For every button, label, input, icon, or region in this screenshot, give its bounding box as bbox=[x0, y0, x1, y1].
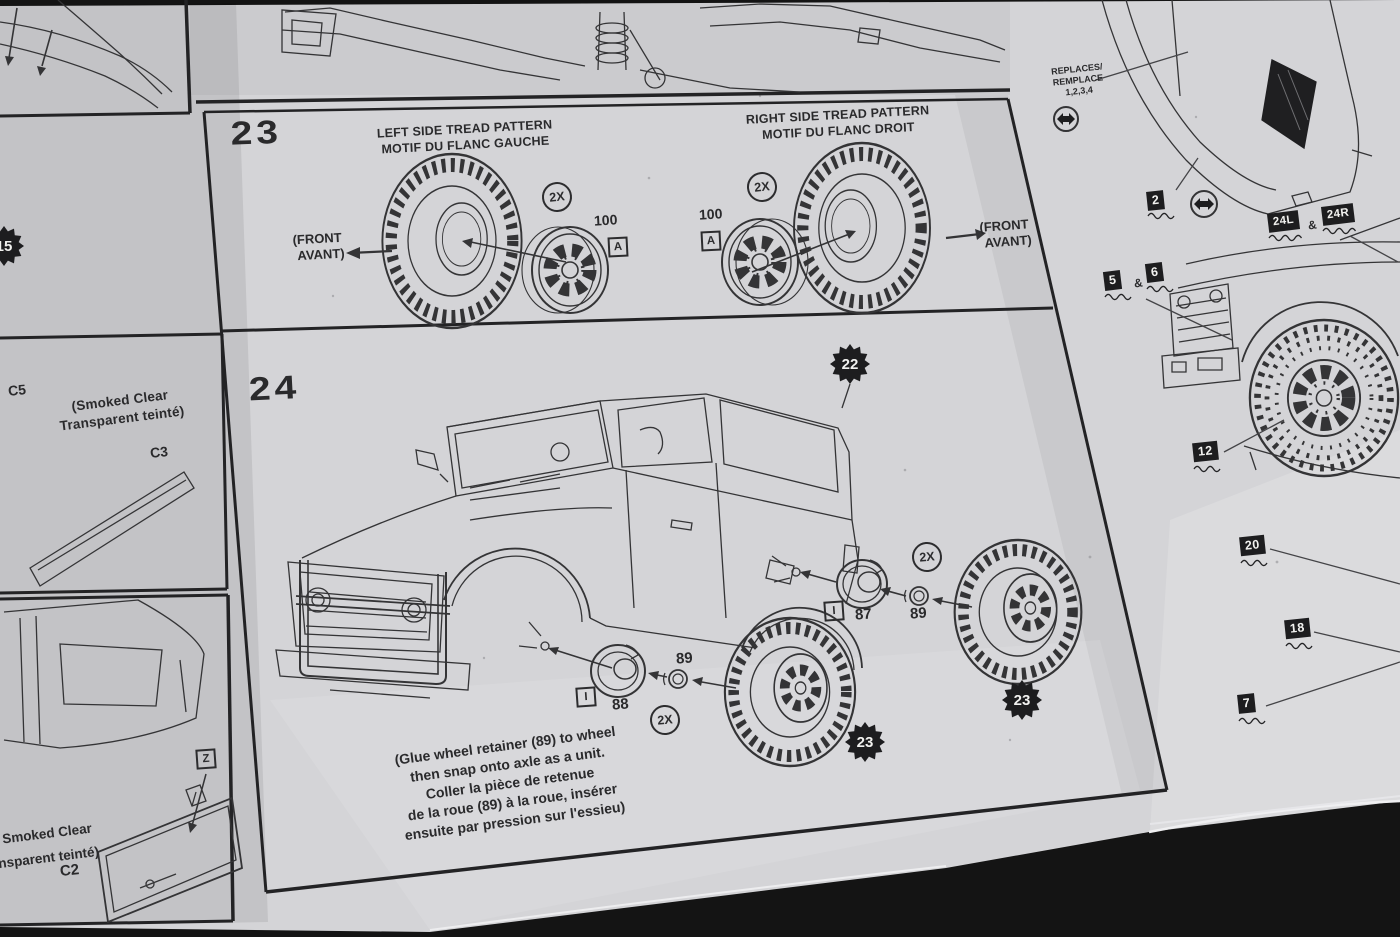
hub-88-drawing bbox=[590, 644, 646, 698]
assembly-note: (Glue wheel retainer (89) to wheel then … bbox=[393, 722, 626, 844]
part-badge-23-front: 23 bbox=[845, 722, 885, 762]
vehicle-drawing bbox=[275, 393, 863, 699]
sprue-i-rear: I bbox=[823, 600, 845, 622]
part-badge-22: 22 bbox=[830, 344, 870, 384]
ampersand: & bbox=[1307, 217, 1318, 233]
part-c5-label: C5 bbox=[7, 381, 27, 399]
part-100-right: 100 bbox=[698, 205, 723, 223]
sprue-z-box: Z bbox=[195, 748, 217, 770]
part-badge-7: 7 bbox=[1237, 693, 1257, 714]
left-assembly-arrow bbox=[462, 238, 567, 263]
door-panel-drawing bbox=[1101, 0, 1373, 215]
part-badge-23-rear: 23 bbox=[1002, 680, 1042, 720]
fender-fragment-drawing bbox=[0, 0, 173, 109]
smoked-clear-cut-line1: Smoked Clear bbox=[1, 820, 93, 847]
sprue-a-right: A bbox=[700, 230, 722, 252]
step-23-right-header: RIGHT SIDE TREAD PATTERN MOTIF DU FLANC … bbox=[737, 102, 938, 144]
replace-icon bbox=[1190, 190, 1218, 218]
part-89-rear-label: 89 bbox=[909, 604, 928, 623]
front-label-left: (FRONT AVANT) bbox=[292, 229, 345, 264]
right-wheel-drawing bbox=[721, 218, 809, 306]
leader-lines bbox=[1095, 51, 1400, 707]
part-badge-24l: 24L bbox=[1266, 210, 1301, 233]
replaces-note: REPLACES/ REMPLACE 1,2,3,4 bbox=[1050, 61, 1104, 98]
ampersand: & bbox=[1133, 275, 1144, 291]
badge-underlines bbox=[1104, 212, 1357, 725]
retainer-89-front-drawing bbox=[663, 669, 688, 689]
rear-tire-drawing bbox=[953, 538, 1083, 686]
part-87-label: 87 bbox=[854, 605, 873, 624]
smoked-clear-note: (Smoked Clear Transparent teinté) bbox=[58, 387, 186, 434]
quantity-2x-left: 2X bbox=[540, 180, 574, 214]
part-badge-15: 15 bbox=[0, 226, 24, 266]
hardtop-drawing bbox=[3, 599, 205, 749]
paper-specks bbox=[331, 94, 1279, 761]
part-88-label: 88 bbox=[611, 695, 630, 714]
right-front-arrow bbox=[945, 229, 986, 240]
left-wheel-drawing bbox=[521, 226, 609, 314]
hub-87-drawing bbox=[836, 559, 888, 609]
step-23-left-header: LEFT SIDE TREAD PATTERN MOTIF DU FLANC G… bbox=[369, 116, 560, 158]
replace-icon bbox=[1053, 106, 1079, 132]
front-assembly-arrows bbox=[548, 647, 737, 689]
front-axle-stub-drawing bbox=[518, 621, 550, 651]
right-tire-drawing bbox=[793, 141, 931, 315]
sprue-a-left: A bbox=[607, 236, 629, 258]
part-badge-5: 5 bbox=[1102, 270, 1123, 291]
right-assembly-arrow bbox=[751, 230, 856, 273]
windshield-trim-drawing bbox=[29, 471, 195, 587]
part-badge-18: 18 bbox=[1284, 617, 1311, 640]
part-100-left: 100 bbox=[593, 211, 618, 229]
front-tire-drawing bbox=[723, 616, 857, 768]
sprue-i-front: I bbox=[575, 686, 597, 708]
part-badge-24r: 24R bbox=[1320, 203, 1356, 226]
panel-borders bbox=[0, 0, 1169, 927]
left-front-arrow bbox=[346, 247, 393, 259]
step-24-number: 24 bbox=[248, 369, 302, 409]
part-badge-20: 20 bbox=[1239, 534, 1266, 557]
step-23-number: 23 bbox=[230, 114, 283, 153]
part-badge-6: 6 bbox=[1144, 262, 1165, 283]
part-c2-label: C2 bbox=[59, 861, 81, 880]
visor-part-drawing bbox=[97, 773, 243, 924]
truck-front-drawing bbox=[1161, 217, 1400, 479]
quantity-2x-right: 2X bbox=[745, 170, 779, 204]
part-badge-2: 2 bbox=[1146, 190, 1166, 211]
front-label-right: (FRONT AVANT) bbox=[978, 216, 1033, 251]
chassis-fragment-drawing bbox=[281, 3, 1006, 93]
part-89-front-label: 89 bbox=[675, 649, 694, 668]
rear-assembly-arrows bbox=[800, 570, 973, 608]
part-c3-label: C3 bbox=[149, 443, 169, 461]
part-badge-12: 12 bbox=[1192, 440, 1219, 463]
quantity-2x-rear: 2X bbox=[910, 540, 944, 574]
badge-22-leader bbox=[841, 383, 851, 409]
smoked-clear-cut-line2: nsparent teinté) bbox=[0, 843, 100, 872]
